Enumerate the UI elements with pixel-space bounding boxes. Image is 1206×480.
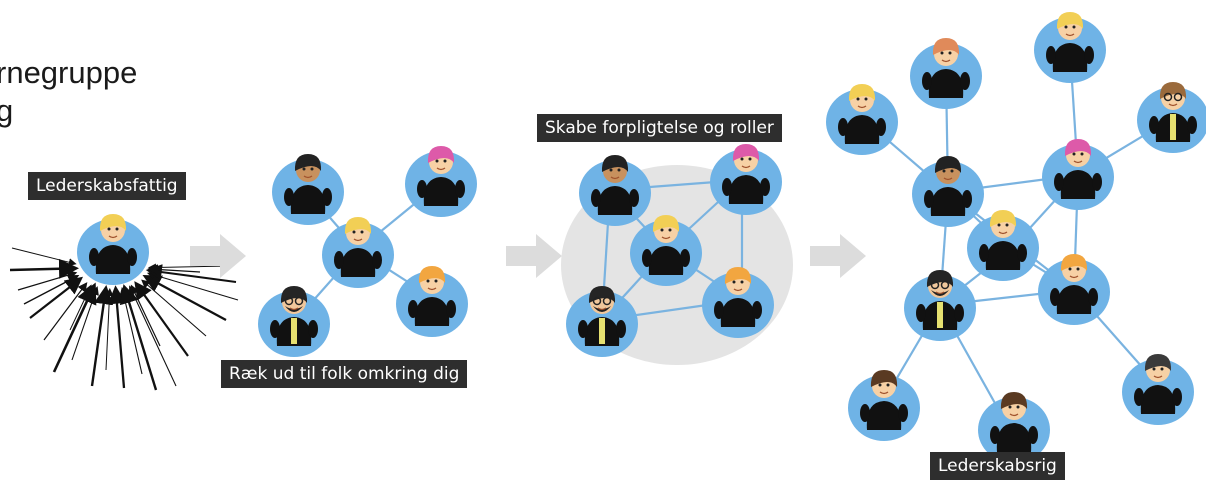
person-rich-7 bbox=[967, 210, 1039, 281]
person-rich-11 bbox=[978, 392, 1050, 463]
person-stage3-4 bbox=[702, 267, 774, 338]
person-stage2-1 bbox=[272, 154, 344, 225]
person-rich-1 bbox=[910, 38, 982, 109]
person-stage3-2 bbox=[710, 144, 782, 215]
label-lederskabsfattig: Lederskabsfattig bbox=[28, 172, 186, 200]
person-leader bbox=[77, 214, 149, 285]
person-rich-3 bbox=[826, 84, 898, 155]
label-raek-ud: Ræk ud til folk omkring dig bbox=[221, 360, 468, 388]
person-stage3-5 bbox=[566, 286, 638, 357]
person-rich-2 bbox=[1034, 12, 1106, 83]
person-rich-10 bbox=[848, 370, 920, 441]
person-rich-12 bbox=[1122, 354, 1194, 425]
person-stage2-5 bbox=[258, 286, 330, 357]
heading: rnegruppe g bbox=[0, 54, 137, 130]
person-stage2-4 bbox=[396, 266, 468, 337]
person-rich-9 bbox=[904, 270, 976, 341]
person-rich-5 bbox=[912, 156, 984, 227]
person-stage3-3 bbox=[630, 215, 702, 286]
heading-line-1: rnegruppe bbox=[0, 55, 138, 90]
person-stage2-3 bbox=[322, 217, 394, 288]
stage-arrow-3 bbox=[810, 234, 866, 278]
person-rich-4 bbox=[1137, 82, 1206, 153]
label-lederskabsrig: Lederskabsrig bbox=[930, 452, 1065, 480]
heading-line-2: g bbox=[0, 93, 14, 128]
stage-arrow-1 bbox=[190, 234, 246, 278]
person-stage3-1 bbox=[579, 155, 651, 226]
person-stage2-2 bbox=[405, 146, 477, 217]
label-skabe-forpligtelse: Skabe forpligtelse og roller bbox=[537, 114, 782, 142]
person-rich-6 bbox=[1042, 139, 1114, 210]
stage-arrow-2 bbox=[506, 234, 562, 278]
incoming-arrows bbox=[9, 247, 239, 391]
person-rich-8 bbox=[1038, 254, 1110, 325]
